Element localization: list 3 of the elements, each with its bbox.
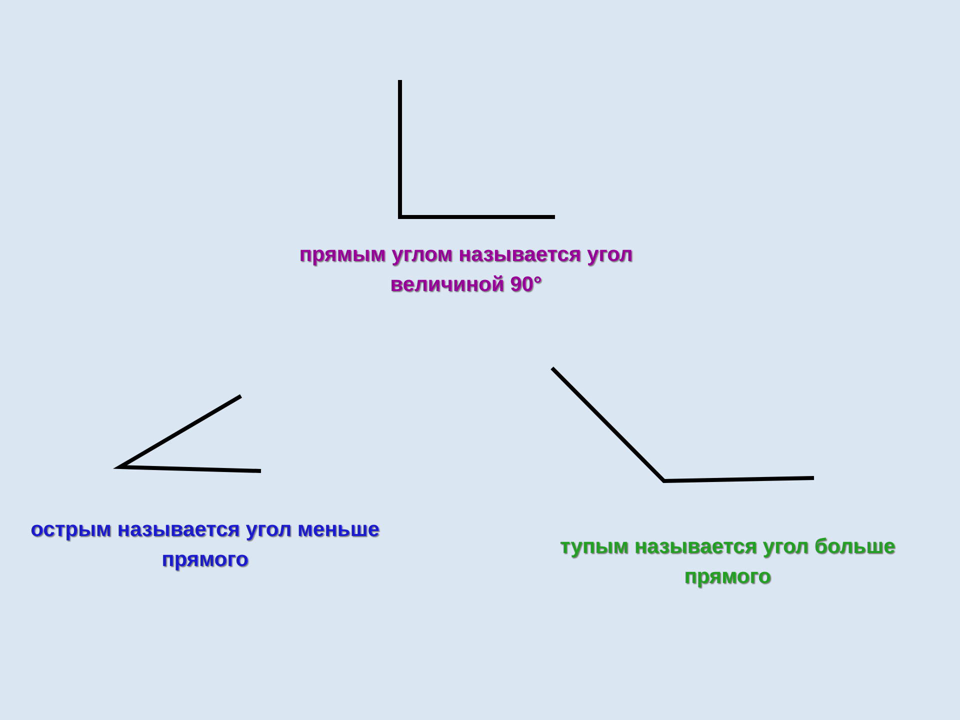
acute-angle-caption: острым называется угол меньше прямого (30, 517, 380, 573)
right-angle-caption: прямым углом называется угол величиной 90° (298, 242, 634, 298)
obtuse-angle-caption: тупым называется угол больше прямого (558, 534, 896, 590)
